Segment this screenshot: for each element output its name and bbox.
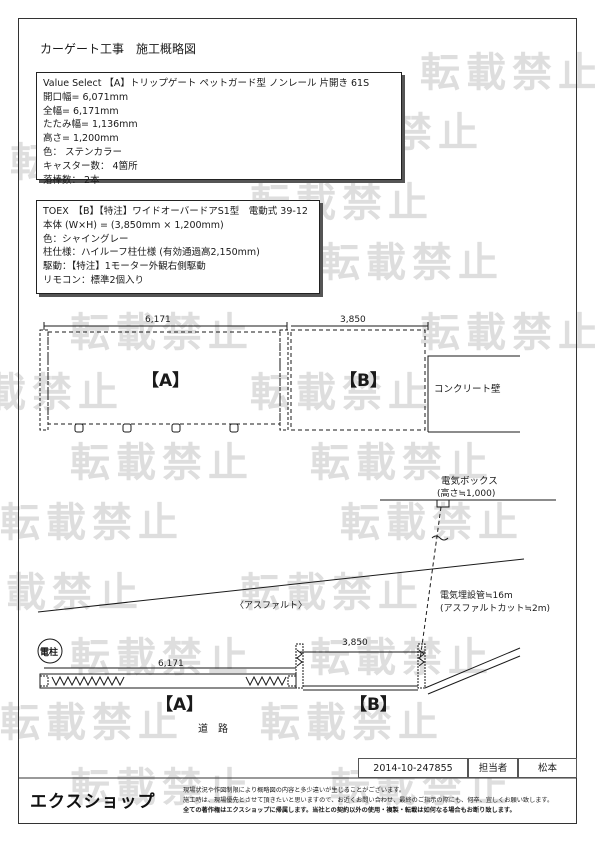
plan-label-a: 【A】 (156, 694, 203, 715)
spec-line: TOEX 【B】【特注】ワイドオーバードアS1型 電動式 39-12 (43, 206, 308, 217)
spec-line: 全幅= 6,171mm (43, 105, 119, 117)
staff-name: 松本 (518, 758, 577, 778)
elevation-view (39, 322, 520, 433)
elevation-dim-b: 3,850 (340, 315, 366, 325)
spec-line: 色： ステンカラー (43, 146, 123, 158)
gate-a-body (47, 331, 281, 425)
gate-a-post-right (279, 329, 289, 431)
spec-box-gate-b: TOEX 【B】【特注】ワイドオーバードアS1型 電動式 39-12 本体 (W… (36, 200, 320, 294)
concrete-wall (427, 355, 520, 432)
pole-label: 電柱 (40, 646, 58, 658)
folded-panels-right (245, 675, 287, 687)
disclaimer-line: 施工時は、現場優先とさせて頂きたいと思いますので、お近くお問い合わせ、最終のご指… (183, 797, 554, 804)
company-logo: エクスショップ (30, 792, 156, 812)
plan-gate-a-end (287, 675, 297, 687)
plan-gate-a-end (39, 675, 49, 687)
spec-line: 柱仕様：ハイルーフ柱仕様 (有効通過高2,150mm) (43, 247, 260, 259)
gate-b-motor-mark (418, 649, 425, 667)
plan-dim-b: 3,850 (342, 638, 368, 648)
gate-a-caster (74, 423, 84, 433)
utility-pole (37, 638, 63, 664)
spec-line: 高さ= 1,200mm (43, 133, 119, 145)
road-edge (427, 655, 521, 695)
plan-gate-b-post-right (417, 643, 426, 689)
electric-conduit (419, 506, 442, 661)
road-edge (424, 647, 521, 689)
document-id: 2014-10-247855 (358, 758, 468, 778)
gate-a-caster (122, 423, 132, 433)
disclaimer-line: 現場状況や作図制限により概略図の内容と多少違いが生じることがございます。 (183, 787, 406, 794)
spec-line: キャスター数： 4箇所 (43, 160, 138, 172)
spec-line: 落棒数： 2本 (43, 174, 100, 186)
drawing-frame (18, 18, 577, 824)
elevation-label-a: 【A】 (142, 370, 189, 391)
spec-box-gate-a: Value Select 【A】トリップゲート ペットガード型 ノンレール 片開… (36, 72, 402, 186)
staff-label: 担当者 (468, 758, 518, 778)
electric-box-label: 電気ボックス (441, 475, 498, 487)
spec-line: 駆動：【特注】1モーター外観右側駆動 (43, 261, 206, 273)
plan-label-b: 【B】 (350, 694, 397, 715)
elevation-label-b: 【B】 (340, 370, 387, 391)
plan-dim-a: 6,171 (158, 659, 184, 669)
plan-gate-b-post-left (295, 643, 304, 689)
spec-line: たたみ幅= 1,136mm (43, 119, 138, 131)
electric-box-height: (高さ≒1,000) (437, 487, 495, 499)
asphalt-edge (37, 558, 525, 613)
spec-line: 色：シャイングレー (43, 233, 129, 245)
spec-line: リモコン：標準2個入り (43, 274, 145, 286)
gate-b-motor-mark (296, 649, 303, 667)
spec-line: 本体 (W×H) = (3,850mm × 1,200mm) (43, 219, 224, 231)
folded-panels-left (51, 675, 125, 687)
conduit-break-mark (431, 535, 449, 541)
spec-line: 開口幅= 6,071mm (43, 91, 129, 103)
wall-label: コンクリート壁 (434, 383, 501, 395)
gate-a-caster (171, 423, 181, 433)
electric-box (436, 499, 450, 508)
gate-b-body (290, 329, 426, 431)
conduit-label: 電気埋設管≒16m (440, 589, 513, 601)
gate-a-caster (229, 423, 239, 433)
plan-view (37, 499, 556, 695)
elevation-dim-a: 6,171 (145, 315, 171, 325)
spec-line: Value Select 【A】トリップゲート ペットガード型 ノンレール 片開… (43, 78, 370, 89)
asphalt-cut-label: (アスファルトカット≒2m) (440, 603, 550, 614)
asphalt-label: 〈アスファルト〉 (235, 600, 307, 611)
page-title: カーゲート工事 施工概略図 (40, 42, 197, 56)
gate-a-post-left (39, 329, 49, 431)
road-label: 道 路 (198, 722, 228, 735)
footer-disclaimer: 現場状況や作図制限により概略図の内容と多少違いが生じることがございます。 施工時… (183, 786, 568, 816)
disclaimer-line: 全ての著作権はエクスショップに帰属します。当社との契約以外の使用・複製・転載は如… (183, 807, 516, 814)
